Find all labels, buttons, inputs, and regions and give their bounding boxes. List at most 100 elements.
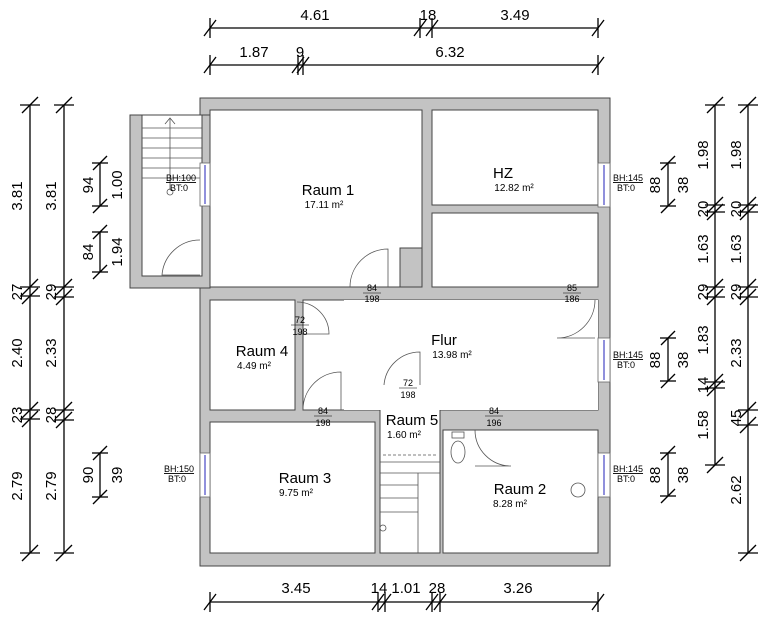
- dimension-label: 4.61: [300, 7, 329, 24]
- room-hz: [431, 109, 599, 206]
- dimension-right-windows: 88 38 88 38 88 38: [647, 155, 692, 504]
- door-height: 198: [364, 294, 379, 304]
- windows: [199, 162, 611, 498]
- door-height: 196: [486, 418, 501, 428]
- window-bh: BH:150: [164, 464, 194, 474]
- room-area: 1.60 m²: [387, 430, 422, 441]
- dimension-label: 1.98: [728, 140, 745, 169]
- dimension-label: 1.63: [728, 234, 745, 263]
- dimension-bottom: 3.45 14 1.01 28 3.26: [203, 580, 605, 612]
- room-raum2: [442, 429, 599, 554]
- dimension-label: 3.81: [43, 181, 60, 210]
- dimension-label: 2.33: [43, 338, 60, 367]
- door-height: 198: [400, 390, 415, 400]
- door-width: 72: [295, 315, 305, 325]
- dimension-label: 1.98: [695, 140, 712, 169]
- room-area: 12.82 m²: [494, 183, 534, 194]
- dimension-label: 38: [675, 352, 692, 369]
- room-raum3: [209, 421, 376, 554]
- dimension-top-2: 1.87 9 6.32: [203, 44, 605, 75]
- dimension-label: 14: [371, 580, 388, 597]
- room-labels: Raum 1 17.11 m² HZ 12.82 m² Flur 13.98 m…: [236, 165, 547, 510]
- chimney: [399, 247, 423, 288]
- window-bt: BT:0: [617, 183, 635, 193]
- window-bt: BT:0: [617, 360, 635, 370]
- dimension-label: 1.58: [695, 410, 712, 439]
- dimension-label: 38: [675, 467, 692, 484]
- dimension-label: 3.49: [500, 7, 529, 24]
- stair-annex: [141, 114, 203, 277]
- window-bh: BH:145: [613, 464, 643, 474]
- dimension-label: 2.79: [9, 471, 26, 500]
- dimension-label: 3.45: [281, 580, 310, 597]
- door-labels: 84 198 85 186 72 198 72 198 84 198 84 19…: [291, 283, 581, 428]
- window-bt: BT:0: [168, 474, 186, 484]
- stairs-raum5: [379, 454, 440, 553]
- dimension-label: 23: [9, 407, 26, 424]
- room-area: 4.49 m²: [237, 361, 272, 372]
- window-bh: BH:100: [166, 173, 196, 183]
- room-area: 8.28 m²: [493, 499, 528, 510]
- door-height: 198: [315, 418, 330, 428]
- door-height: 186: [564, 294, 579, 304]
- door-width: 84: [367, 283, 377, 293]
- toilet: [450, 431, 466, 464]
- dimension-label: 2.79: [43, 471, 60, 500]
- room-name: HZ: [493, 165, 513, 182]
- dimension-label: 1.94: [109, 237, 126, 266]
- dimension-label: 29: [728, 284, 745, 301]
- dimension-left-2: 3.81 29 2.33 28 2.79: [43, 96, 74, 562]
- dimension-label: 2.40: [9, 338, 26, 367]
- dimension-label: 18: [420, 7, 437, 24]
- stairs-top: [142, 117, 202, 276]
- dimension-label: 1.63: [695, 234, 712, 263]
- dimension-label: 9: [296, 44, 304, 61]
- dimension-label: 3.81: [9, 181, 26, 210]
- window-bt: BT:0: [170, 183, 188, 193]
- window-labels: BH:100 BT:0 BH:145 BT:0 BH:145 BT:0 BH:1…: [164, 173, 643, 484]
- dimension-label: 1.83: [695, 325, 712, 354]
- dimension-label: 2.62: [728, 475, 745, 504]
- door-width: 84: [489, 406, 499, 416]
- room-name: Raum 5: [386, 412, 439, 429]
- dimension-label: 39: [109, 467, 126, 484]
- room-area: 13.98 m²: [432, 350, 472, 361]
- dimension-label: 1.00: [109, 170, 126, 199]
- room-raum1: [209, 109, 423, 288]
- door-width: 72: [403, 378, 413, 388]
- dimension-label: 3.26: [503, 580, 532, 597]
- dimension-label: 6.32: [435, 44, 464, 61]
- dimension-label: 88: [647, 177, 664, 194]
- room-name: Raum 2: [494, 481, 547, 498]
- dimension-label: 94: [80, 177, 97, 194]
- room-raum5: [379, 384, 441, 554]
- dimension-label: 90: [80, 467, 97, 484]
- room-raum4: [209, 299, 296, 411]
- room-name: Raum 4: [236, 343, 289, 360]
- door-width: 84: [318, 406, 328, 416]
- dimension-label: 1.87: [239, 44, 268, 61]
- dimension-label: 45: [728, 410, 745, 427]
- door-width: 85: [567, 283, 577, 293]
- room-area: 17.11 m²: [305, 200, 344, 211]
- room-name: Flur: [431, 332, 457, 349]
- dimension-label: 29: [43, 284, 60, 301]
- sink: [570, 482, 586, 498]
- dimension-right-2: 1.98 20 1.63 29 2.33 45 2.62: [728, 96, 758, 562]
- room-name: Raum 1: [302, 182, 355, 199]
- dimension-label: 1.01: [391, 580, 420, 597]
- room-area: 9.75 m²: [279, 488, 314, 499]
- dimension-label: 28: [43, 407, 60, 424]
- dimension-label: 2.33: [728, 338, 745, 367]
- dimension-label: 29: [695, 284, 712, 301]
- dimension-label: 88: [647, 467, 664, 484]
- window-bh: BH:145: [613, 173, 643, 183]
- dimension-label: 27: [9, 284, 26, 301]
- dimension-label: 20: [728, 201, 745, 218]
- dimension-label: 20: [695, 201, 712, 218]
- dimension-label: 14: [695, 377, 712, 394]
- dimension-label: 38: [675, 177, 692, 194]
- window-bh: BH:145: [613, 350, 643, 360]
- dimension-label: 88: [647, 352, 664, 369]
